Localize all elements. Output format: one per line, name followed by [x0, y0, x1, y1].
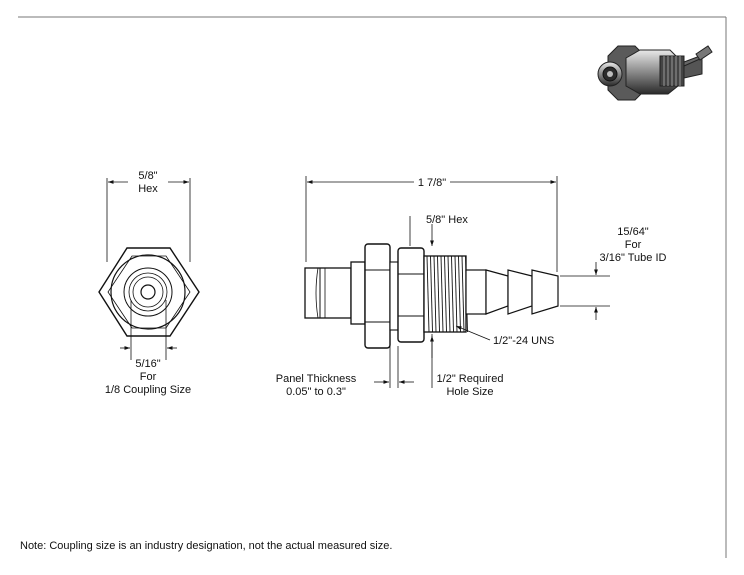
thread-crest [454, 255, 458, 333]
tube-size-label: 15/64" [617, 226, 649, 238]
hole-size-label: 1/2" Required [437, 373, 504, 385]
end-bore-ring-3 [132, 276, 164, 308]
thread-crest [430, 255, 433, 333]
thread-crest [451, 255, 454, 333]
end-hex-outline [98, 247, 200, 337]
side-view: 1 7/8" 5/8" Hex [276, 174, 667, 398]
end-hex-word-label: Hex [138, 183, 158, 195]
end-coupling-desc-label: 1/8 Coupling Size [105, 384, 191, 396]
end-bore-ring-2 [128, 272, 168, 312]
end-bore-ring-1 [123, 267, 173, 317]
panel-gap-body [389, 261, 399, 331]
end-hex-size-label: 5/8" [138, 170, 157, 182]
hole-size-label-2: Hole Size [446, 386, 493, 398]
end-coupling-for-label: For [140, 371, 157, 383]
end-bore-outer [110, 254, 186, 330]
panel-thickness-range: 0.05" to 0.3" [286, 386, 346, 398]
end-bore-inner [140, 284, 156, 300]
thread-crest [447, 255, 451, 333]
side-hex-nut-right [397, 247, 425, 343]
part-3d-thumbnail [597, 45, 713, 101]
hex-size-label: 5/8" Hex [426, 214, 468, 226]
thread-crest [433, 255, 437, 333]
end-coupling-size-label: 5/16" [135, 358, 160, 370]
thread-crest [426, 255, 430, 333]
thread-crest [461, 255, 465, 333]
thread-spec-label: 1/2"-24 UNS [493, 335, 554, 347]
coupling-shoulder [350, 261, 366, 325]
tube-desc-label: 3/16" Tube ID [600, 252, 667, 264]
coupling-nose-body [304, 267, 352, 319]
side-hex-nut-left [364, 243, 391, 349]
hose-barb [485, 269, 559, 315]
thread-crest [440, 255, 444, 333]
thread-crest [458, 255, 461, 333]
end-view: 5/8" Hex 5/16" For 1/8 Coupling Size [98, 170, 200, 396]
thread-crest [444, 255, 447, 333]
footer-note: Note: Coupling size is an industry desig… [20, 540, 393, 552]
thread-crest [437, 255, 440, 333]
thread-section [423, 255, 487, 333]
overall-length-label: 1 7/8" [418, 177, 446, 189]
panel-thickness-label: Panel Thickness [276, 373, 357, 385]
thread-leader [455, 325, 491, 341]
tube-for-label: For [625, 239, 642, 251]
